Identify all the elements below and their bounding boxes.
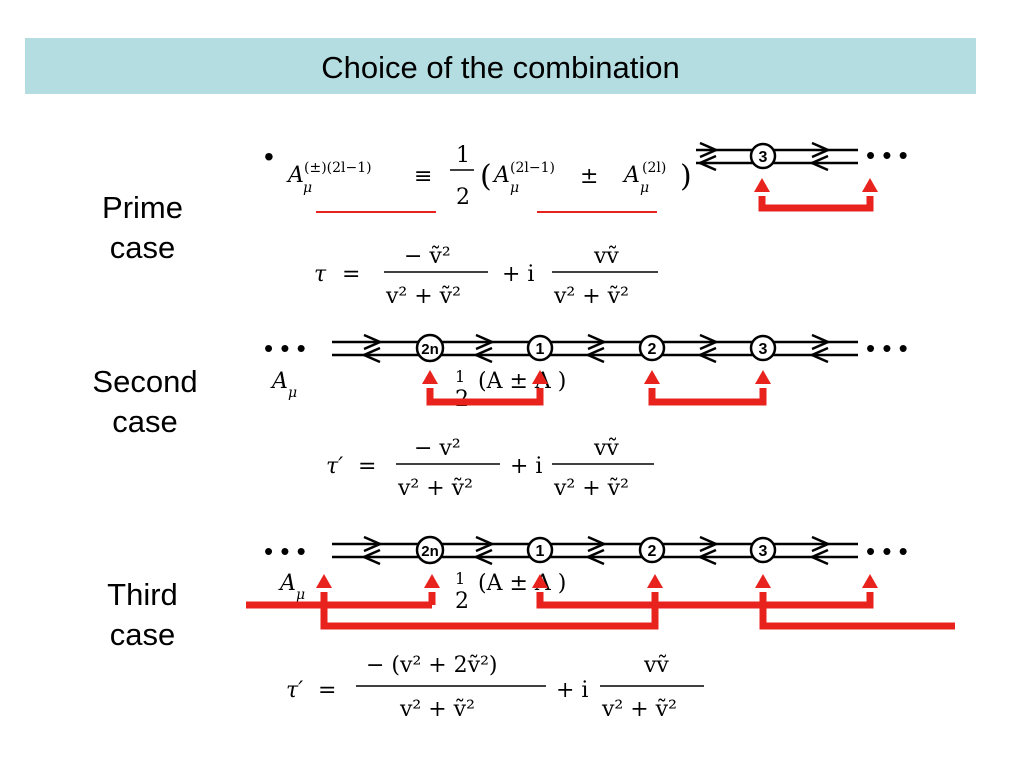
prime-formula-rparen: ) (680, 159, 692, 194)
second-ellipsis-right: • • • (866, 333, 908, 363)
prime-red-arrow (754, 178, 878, 212)
prime-formula-equiv: ≡ (414, 164, 432, 189)
svg-text:2n: 2n (421, 341, 439, 358)
prime-tau-den2: v² + ṽ² (553, 284, 629, 309)
third-tau-plus-i: + i (556, 678, 588, 703)
third-label-line2: case (109, 617, 176, 652)
svg-text:2: 2 (648, 543, 657, 560)
second-tau-eq: = (358, 454, 376, 479)
third-tau-num2: vṽ (643, 653, 669, 678)
prime-formula-lhs-sub: μ (303, 180, 312, 196)
prime-formula-half-num: 1 (456, 143, 470, 168)
prime-formula-term1-sup: (2l−1) (510, 160, 555, 176)
third-red-arrows (246, 574, 955, 630)
prime-tau-num1: − ṽ² (404, 244, 451, 269)
second-formula-lhs-sub: μ (288, 385, 297, 401)
prime-formula-term1-sub: μ (510, 180, 519, 196)
second-tau-num1: − v² (414, 436, 461, 461)
prime-tau-plus-i: + i (502, 262, 534, 287)
third-node-1: 1 (526, 536, 554, 564)
title-bar: Choice of the combination (25, 38, 976, 94)
svg-text:1: 1 (536, 341, 545, 358)
prime-quiver: 3 • • • (696, 140, 908, 172)
prime-formula-lparen: ( (480, 159, 492, 194)
second-formula-body: (A ± A ) (478, 369, 566, 394)
svg-text:2n: 2n (421, 543, 439, 560)
prime-tau: τ = − ṽ² v² + ṽ² + i vṽ v² + ṽ² (314, 244, 658, 309)
third-quiver: 2n 1 2 3 • • • (332, 535, 908, 566)
third-label-line1: Third (107, 577, 178, 612)
svg-text:3: 3 (759, 543, 768, 560)
second-tau-num2: vṽ (593, 436, 619, 461)
prime-case-label: Prime case (80, 188, 205, 268)
third-formula-half-num: 1 (455, 569, 465, 588)
prime-node-3: 3 (749, 142, 777, 170)
second-red-arrows (422, 370, 771, 406)
prime-tau-den1: v² + ṽ² (385, 284, 461, 309)
second-node-3: 3 (749, 334, 777, 362)
third-tau-lhs: τ′ (286, 678, 303, 703)
svg-text:3: 3 (759, 341, 768, 358)
second-tau: τ′ = − v² v² + ṽ² + i vṽ v² + ṽ² (326, 436, 654, 501)
page-title: Choice of the combination (321, 50, 680, 85)
second-node-2: 2 (638, 334, 666, 362)
second-node-1: 1 (526, 334, 554, 362)
third-tau-eq: = (318, 678, 336, 703)
prime-formula-term2-sub: μ (640, 180, 649, 196)
second-quiver: 2n 1 2 3 • • • (332, 333, 908, 364)
third-formula-lhs: A (278, 571, 296, 596)
third-formula: A μ 1 2 (A ± A ) (278, 569, 566, 614)
second-formula-half-num: 1 (455, 367, 465, 386)
prime-formula-lhs-sup: (±)(2l−1) (304, 160, 372, 176)
second-label-line1: Second (92, 364, 198, 399)
third-tau-den1: v² + ṽ² (399, 697, 475, 722)
prime-formula-term2-sup: (2l) (642, 160, 666, 176)
third-formula-lhs-sub: μ (296, 587, 305, 603)
third-tau-num1: − (v² + 2ṽ²) (366, 653, 498, 678)
third-tau: τ′ = − (v² + 2ṽ²) v² + ṽ² + i vṽ v² + ṽ² (286, 653, 704, 722)
second-ellipsis-left: • • • (264, 333, 306, 363)
third-node-2n: 2n (415, 535, 445, 565)
prime-formula-pm: ± (580, 164, 598, 189)
third-ellipsis-right: • • • (866, 536, 908, 566)
third-ellipsis-left: • • • (264, 536, 306, 566)
prime-tau-num2: vṽ (593, 244, 619, 269)
second-tau-den2: v² + ṽ² (553, 476, 629, 501)
third-tau-den2: v² + ṽ² (601, 697, 677, 722)
third-formula-half-den: 2 (455, 589, 469, 614)
svg-text:2: 2 (648, 341, 657, 358)
prime-formula-term1: A (492, 163, 510, 188)
third-formula-body: (A ± A ) (478, 571, 566, 596)
prime-formula-half-den: 2 (456, 185, 470, 210)
third-case-label: Third case (80, 575, 205, 655)
second-tau-den1: v² + ṽ² (397, 476, 473, 501)
second-tau-plus-i: + i (510, 454, 542, 479)
third-node-2: 2 (638, 536, 666, 564)
second-formula-lhs: A (270, 369, 288, 394)
second-case-label: Second case (75, 362, 215, 442)
prime-label-line1: Prime (102, 190, 183, 225)
prime-formula: A μ (±)(2l−1) ≡ 1 2 ( A μ (2l−1) ± A μ (… (286, 143, 692, 210)
prime-ellipsis-right: • • • (866, 140, 908, 170)
second-node-2n: 2n (415, 333, 445, 363)
svg-text:3: 3 (759, 149, 768, 166)
prime-formula-term2: A (622, 163, 640, 188)
prime-label-line2: case (109, 230, 176, 265)
svg-text:1: 1 (536, 543, 545, 560)
second-tau-lhs: τ′ (326, 454, 343, 479)
prime-bullet: • (264, 141, 274, 172)
third-node-3: 3 (749, 536, 777, 564)
prime-formula-lhs: A (286, 163, 304, 188)
prime-tau-lhs: τ (314, 262, 327, 287)
second-label-line2: case (112, 404, 178, 439)
prime-tau-eq: = (342, 262, 360, 287)
